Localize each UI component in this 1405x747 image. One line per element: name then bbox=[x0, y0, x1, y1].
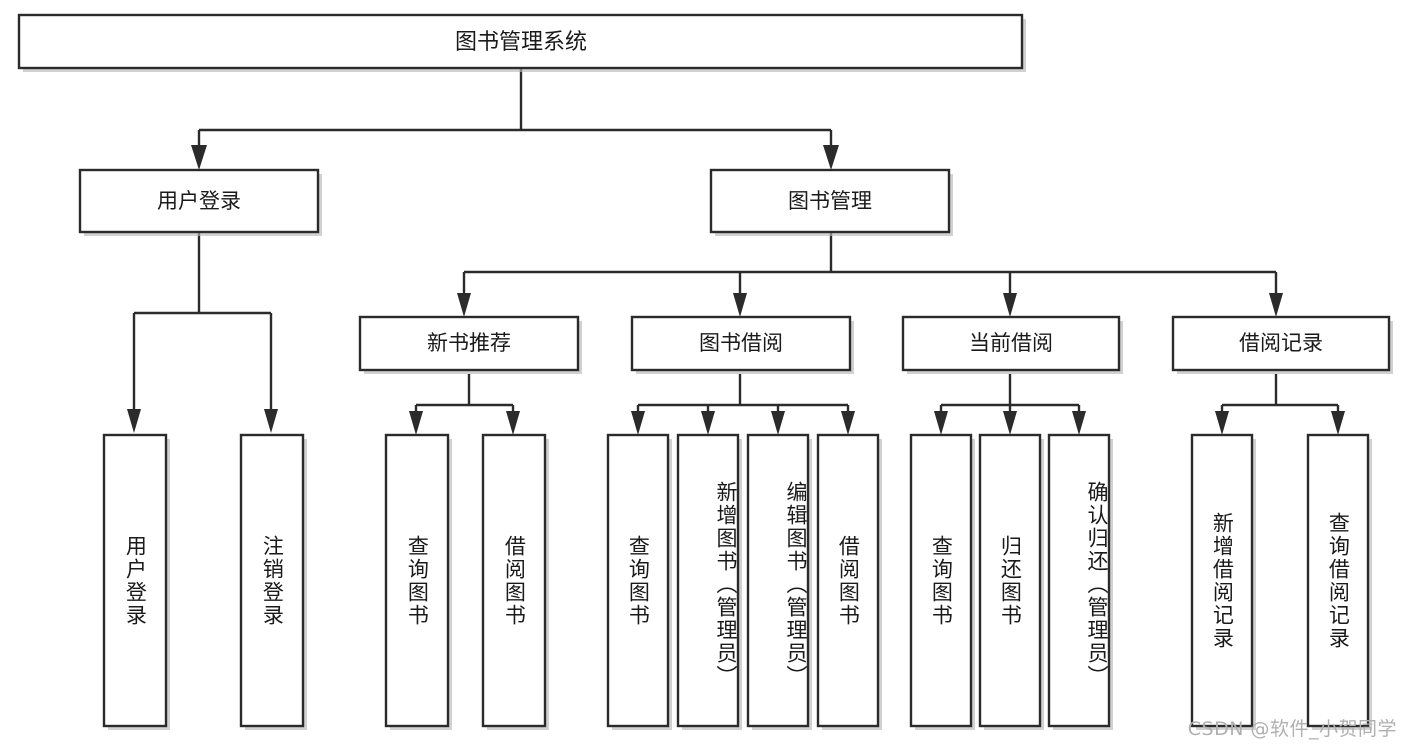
arrow-leaf-return-book bbox=[1003, 411, 1017, 435]
node-borrow-record[interactable]: 借阅记录 bbox=[1171, 315, 1393, 374]
node-new-book-recommend-box bbox=[358, 315, 580, 372]
arrow-leaf-query-book-a bbox=[409, 411, 423, 435]
arrow-leaf-query-record bbox=[1331, 411, 1345, 435]
node-root[interactable]: 图书管理系统 bbox=[17, 13, 1026, 72]
csdn-watermark: CSDN @软件_小贺同学 bbox=[1187, 718, 1397, 740]
node-book-manage-label: 图书管理 bbox=[788, 189, 872, 213]
node-user-login-label: 用户登录 bbox=[157, 189, 241, 213]
arrow-leaf-edit-book bbox=[771, 411, 785, 435]
node-borrow-record-box bbox=[1171, 315, 1391, 372]
arrow-borrow-record bbox=[1269, 293, 1283, 317]
arrow-book-borrow bbox=[733, 293, 747, 317]
node-new-book-recommend[interactable]: 新书推荐 bbox=[358, 315, 582, 374]
leaf-box-query-record[interactable] bbox=[1306, 433, 1370, 728]
leaf-box-add-record[interactable] bbox=[1190, 433, 1254, 728]
node-user-login-box bbox=[78, 168, 320, 234]
leaf-box-logout[interactable] bbox=[239, 433, 305, 728]
node-book-borrow[interactable]: 图书借阅 bbox=[630, 315, 854, 374]
node-root-box bbox=[17, 13, 1024, 70]
node-book-borrow-label: 图书借阅 bbox=[699, 331, 783, 355]
node-new-book-recommend-label: 新书推荐 bbox=[427, 331, 511, 355]
arrow-current-borrow bbox=[1003, 293, 1017, 317]
leaf-box-return-book[interactable] bbox=[978, 433, 1042, 728]
arrow-leaf-logout bbox=[264, 409, 278, 433]
arrow-leaf-add-book bbox=[701, 411, 715, 435]
arrow-leaf-user-login bbox=[127, 409, 141, 433]
leaf-boxes-layer bbox=[102, 433, 1372, 730]
arrow-leaf-borrow-book-b bbox=[841, 411, 855, 435]
node-book-manage-box bbox=[709, 168, 951, 234]
arrow-new-book-recommend bbox=[457, 293, 471, 317]
leaf-box-query-book-c[interactable] bbox=[909, 433, 973, 728]
node-current-borrow-label: 当前借阅 bbox=[969, 331, 1053, 355]
arrow-leaf-query-book-b bbox=[631, 411, 645, 435]
node-current-borrow-box bbox=[901, 315, 1121, 372]
arrow-leaf-add-record bbox=[1215, 411, 1229, 435]
node-root-label: 图书管理系统 bbox=[455, 30, 587, 55]
leaf-box-borrow-book-b[interactable] bbox=[816, 433, 880, 728]
leaf-box-add-book[interactable] bbox=[676, 433, 740, 728]
leaf-box-query-book-a[interactable] bbox=[384, 433, 450, 728]
leaf-box-borrow-book-a[interactable] bbox=[481, 433, 547, 728]
leaf-box-confirm-return[interactable] bbox=[1047, 433, 1111, 728]
arrow-leaf-query-book-c bbox=[934, 411, 948, 435]
arrow-leaf-borrow-book-a bbox=[506, 411, 520, 435]
arrow-book-manage bbox=[823, 145, 839, 170]
arrow-user-login bbox=[191, 145, 207, 170]
arrow-leaf-confirm-return bbox=[1072, 411, 1086, 435]
node-borrow-record-label: 借阅记录 bbox=[1239, 331, 1323, 355]
leaf-box-edit-book[interactable] bbox=[746, 433, 810, 728]
node-current-borrow[interactable]: 当前借阅 bbox=[901, 315, 1123, 374]
connector-layer bbox=[127, 68, 1345, 435]
leaf-box-query-book-b[interactable] bbox=[606, 433, 670, 728]
node-user-login[interactable]: 用户登录 bbox=[78, 168, 322, 236]
node-book-borrow-box bbox=[630, 315, 852, 372]
leaf-box-user-login[interactable] bbox=[102, 433, 168, 728]
node-book-manage[interactable]: 图书管理 bbox=[709, 168, 953, 236]
